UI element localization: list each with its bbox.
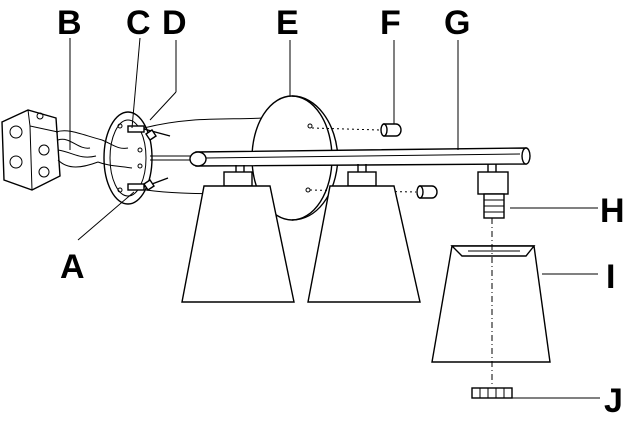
label-c: C	[126, 4, 151, 42]
label-a: A	[60, 248, 85, 286]
label-h: H	[600, 192, 625, 230]
leader-lines	[69, 37, 600, 399]
lamp-shade-2	[307, 164, 421, 303]
label-g: G	[444, 4, 470, 42]
lamp-socket	[477, 164, 509, 219]
lamp-shade-1	[181, 165, 295, 303]
fixture-arm	[189, 147, 531, 167]
decorative-caps	[309, 123, 438, 199]
label-e: E	[276, 4, 299, 42]
label-d: D	[162, 4, 187, 42]
shade-nut	[471, 387, 513, 399]
label-j: J	[604, 382, 623, 420]
mounting-plate	[97, 111, 171, 205]
label-f: F	[380, 4, 401, 42]
junction-box	[1, 109, 103, 191]
lamp-shade-exploded	[431, 245, 551, 363]
label-i: I	[606, 258, 615, 296]
label-b: B	[57, 4, 82, 42]
